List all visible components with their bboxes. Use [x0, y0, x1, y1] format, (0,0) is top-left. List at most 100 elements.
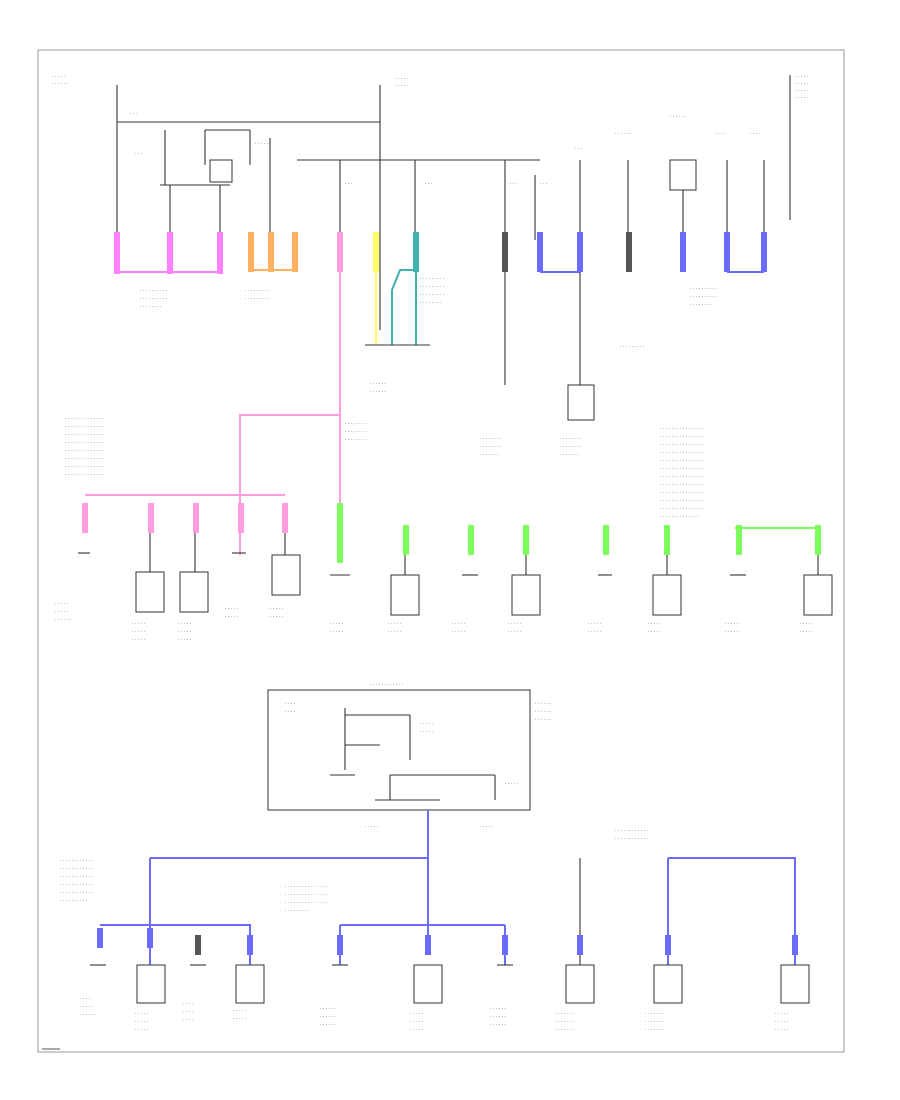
right-top-module	[669, 159, 697, 191]
svg-text:· · · · · · ·: · · · · · · ·	[560, 453, 579, 458]
svg-text:· · · · ·: · · · · ·	[52, 75, 65, 80]
svg-text:· · · · ·: · · · · ·	[775, 1012, 788, 1017]
svg-text:· · · · ·: · · · · ·	[452, 630, 465, 635]
svg-text:· · · · · · · · · · · ·: · · · · · · · · · · · ·	[370, 683, 403, 688]
svg-text:· · · · · · · · · · · · · · ·: · · · · · · · · · · · · · · ·	[285, 893, 326, 898]
svg-text:· · · · ·: · · · · ·	[388, 630, 401, 635]
svg-text:· · · · · · · · ·: · · · · · · · · ·	[420, 293, 444, 298]
svg-text:· · · · ·: · · · · ·	[410, 1012, 423, 1017]
svg-text:· · · · · ·: · · · · · ·	[320, 1023, 336, 1028]
svg-text:· · · · · ·: · · · · · ·	[80, 1013, 96, 1018]
svg-text:· · · · · · · · · · · · · ·: · · · · · · · · · · · · · ·	[65, 465, 104, 470]
svg-text:· · · · · · · · · ·: · · · · · · · · · ·	[140, 297, 167, 302]
connector-row-top	[114, 232, 767, 274]
svg-text:· · · · · · · · · · · · · · ·: · · · · · · · · · · · · · · · ·	[660, 435, 704, 440]
svg-text:· · · ·: · · · ·	[183, 1018, 193, 1023]
svg-text:· · · · · · · · · · · · · · ·: · · · · · · · · · · · · · · ·	[285, 901, 326, 906]
svg-text:· · · · ·: · · · · ·	[420, 722, 433, 727]
svg-text:· · · · · · · · · · · · · · ·: · · · · · · · · · · · · · · ·	[285, 885, 326, 890]
svg-text:· · · · ·: · · · · ·	[135, 1012, 148, 1017]
svg-text:· · · · · · · ·: · · · · · · · ·	[345, 438, 366, 443]
svg-text:· · · ·: · · · ·	[183, 1002, 193, 1007]
svg-text:· · · · ·: · · · · ·	[800, 630, 813, 635]
svg-text:· · · · · ·: · · · · · ·	[55, 618, 71, 623]
svg-text:· · · · · · · · · · · · · · ·: · · · · · · · · · · · · · · · ·	[660, 499, 704, 504]
svg-text:· · ·: · · ·	[425, 182, 432, 187]
svg-text:· · · · ·: · · · · ·	[795, 96, 808, 101]
svg-text:· · · · ·: · · · · ·	[178, 622, 191, 627]
svg-text:· · · · · ·: · · · · · ·	[370, 390, 386, 395]
svg-text:· · · ·: · · · ·	[715, 132, 725, 137]
svg-text:· · · · · · · · · · · · · · ·: · · · · · · · · · · · · · · · ·	[660, 443, 704, 448]
component-row-middle: · · · · · · · · · · · · · · · · · · · · …	[55, 533, 833, 643]
svg-text:· · · · · · · ·: · · · · · · · ·	[420, 301, 441, 306]
diagram-frame	[37, 49, 845, 1053]
svg-text:· · · · ·: · · · · ·	[795, 75, 808, 80]
svg-text:· · · · ·: · · · · ·	[508, 622, 521, 627]
svg-text:· · · · · ·: · · · · · ·	[490, 1023, 506, 1028]
svg-text:· · · · ·: · · · · ·	[225, 607, 238, 612]
svg-text:· · · · · · · · · · · ·: · · · · · · · · · · · ·	[60, 891, 93, 896]
svg-text:· · · · ·: · · · · ·	[233, 1009, 246, 1014]
svg-text:· · ·: · · ·	[130, 112, 137, 117]
svg-text:· · · · · · · · · · · ·: · · · · · · · · · · · ·	[615, 829, 648, 834]
svg-text:· · · · · · ·: · · · · · · ·	[555, 1012, 574, 1017]
svg-text:· · · · ·: · · · · ·	[132, 622, 145, 627]
svg-text:· · · · ·: · · · · ·	[80, 1005, 93, 1010]
svg-text:· · ·: · · ·	[575, 147, 582, 152]
svg-text:· · · ·: · · · ·	[285, 702, 295, 707]
svg-text:· · · · ·: · · · · ·	[508, 630, 521, 635]
top-power-distribution: · · · · · · · · · · · · · · · · · · · · …	[52, 75, 808, 458]
svg-text:· · ·: · · ·	[135, 152, 142, 157]
svg-text:· · · · · · · · · · · ·: · · · · · · · · · · · ·	[60, 859, 93, 864]
svg-text:· · · · · · ·: · · · · · · ·	[555, 1028, 574, 1033]
svg-text:· · · · · · · · ·: · · · · · · · · ·	[245, 297, 269, 302]
svg-text:· · · · · · · ·: · · · · · · · ·	[560, 437, 581, 442]
svg-text:· · · · · ·: · · · · · ·	[490, 1015, 506, 1020]
svg-text:· · · ·: · · · ·	[750, 132, 760, 137]
svg-text:· · · · ·: · · · · ·	[775, 1028, 788, 1033]
svg-text:· · · · · · · · · · · ·: · · · · · · · · · · · ·	[60, 883, 93, 888]
svg-text:· · · · ·: · · · · ·	[255, 142, 268, 147]
svg-text:· · · · · · · ·: · · · · · · · ·	[345, 422, 366, 427]
svg-text:· · · · · · · · ·: · · · · · · · · ·	[620, 345, 644, 350]
svg-text:· · · · · · ·: · · · · · · ·	[480, 453, 499, 458]
svg-text:· · · · ·: · · · · ·	[452, 622, 465, 627]
svg-text:· · · · · ·: · · · · · ·	[320, 1007, 336, 1012]
svg-text:· · · · · · · · ·: · · · · · · · · ·	[420, 277, 444, 282]
svg-text:· · · · ·: · · · · ·	[178, 638, 191, 643]
svg-text:· · · · · · · ·: · · · · · · · ·	[140, 305, 161, 310]
svg-text:· · · · · · · ·: · · · · · · · ·	[560, 445, 581, 450]
svg-text:· · · · ·: · · · · ·	[388, 622, 401, 627]
svg-text:· · · · · · · · · · · ·: · · · · · · · · · · · ·	[615, 837, 648, 842]
svg-text:· · · · ·: · · · · ·	[588, 622, 601, 627]
svg-text:· · · · ·: · · · · ·	[365, 825, 378, 830]
svg-text:· · · · · · · · · · · · · · ·: · · · · · · · · · · · · · · · ·	[660, 451, 704, 456]
svg-text:· · · · ·: · · · · ·	[135, 1020, 148, 1025]
svg-text:· · · · · · · · · ·: · · · · · · · · · ·	[60, 899, 87, 904]
svg-text:· · · · ·: · · · · ·	[410, 1028, 423, 1033]
svg-text:· · · · · · · · · · · · · ·: · · · · · · · · · · · · · ·	[65, 433, 104, 438]
svg-text:· · · · ·: · · · · ·	[132, 630, 145, 635]
svg-text:· · · · ·: · · · · ·	[410, 1020, 423, 1025]
svg-text:· · · · · · · · · · · · · ·: · · · · · · · · · · · · · ·	[65, 441, 104, 446]
svg-text:· · · · · · · · · · · · · ·: · · · · · · · · · · · · · ·	[65, 473, 104, 478]
svg-text:· · · · ·: · · · · ·	[55, 602, 68, 607]
relay-box	[209, 159, 233, 183]
svg-text:· · · · ·: · · · · ·	[505, 782, 518, 787]
svg-text:· · · · · · · · · ·: · · · · · · · · · ·	[140, 289, 167, 294]
svg-text:· · · · · · · · · · · · · ·: · · · · · · · · · · · · · ·	[65, 425, 104, 430]
svg-text:· · · · · · · · · ·: · · · · · · · · · ·	[690, 295, 717, 300]
svg-text:· · · · · · · ·: · · · · · · · ·	[480, 437, 501, 442]
svg-text:· · · · · · ·: · · · · · · ·	[645, 1012, 664, 1017]
svg-text:· · · · ·: · · · · ·	[132, 638, 145, 643]
svg-text:· · · · ·: · · · · ·	[648, 622, 661, 627]
svg-text:· · · · · · · · · ·: · · · · · · · · · ·	[690, 287, 717, 292]
svg-text:· · · · · ·: · · · · · ·	[370, 382, 386, 387]
center-relay-box: · · · · · · · · · · · · · · · · · · · · …	[267, 683, 551, 830]
svg-text:· · · · ·: · · · · ·	[588, 630, 601, 635]
svg-text:· · · · ·: · · · · ·	[330, 630, 343, 635]
svg-text:· · ·: · · ·	[540, 182, 547, 187]
svg-text:· · · · · · ·: · · · · · · ·	[555, 1020, 574, 1025]
svg-text:· · · · ·: · · · · ·	[648, 630, 661, 635]
